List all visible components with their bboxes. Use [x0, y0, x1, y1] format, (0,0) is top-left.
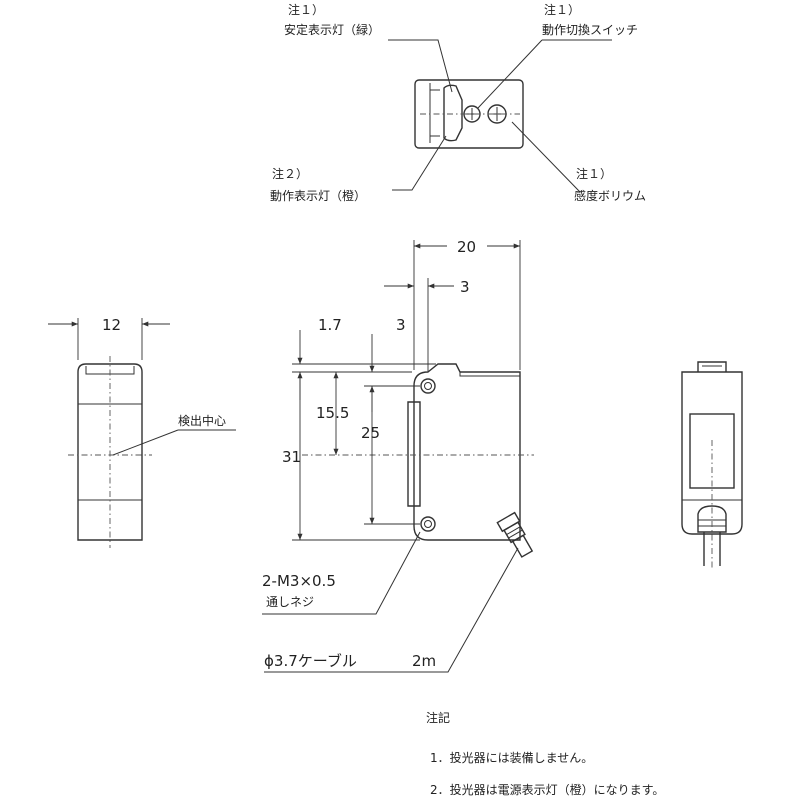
side-view-right [681, 361, 743, 570]
mount-hole-top-inner [424, 382, 432, 390]
cable-gland [496, 511, 534, 558]
side-right-window [689, 413, 735, 489]
dim-3-top-label: 3 [460, 278, 470, 296]
note-stability-led-ref: 注１） [288, 2, 324, 17]
front-body [413, 363, 521, 541]
mount-hole-top [420, 378, 436, 394]
leader-stability-led [388, 39, 453, 93]
leader-operation-led [392, 135, 447, 191]
top-view-hood [429, 83, 440, 143]
leader-screw [262, 531, 421, 615]
note-sensitivity-label: 感度ボリウム [574, 188, 646, 203]
front-top-step [459, 372, 520, 377]
note-1: 1．投光器には装備しません。 [430, 750, 593, 765]
dim-1-7-label: 1.7 [318, 316, 342, 334]
dim-20-ext [413, 240, 521, 370]
dim-25-label: 25 [361, 424, 380, 442]
note-mode-switch-label: 動作切換スイッチ [542, 23, 638, 37]
leader-detection-center [112, 429, 236, 456]
mount-hole-bottom [420, 516, 436, 532]
note-operation-led-label: 動作表示灯（橙） [270, 188, 366, 203]
note-stability-led-label: 安定表示灯（緑） [284, 22, 380, 37]
dim-12-label: 12 [102, 316, 121, 334]
leader-sensitivity [511, 121, 581, 193]
side-view-left: 12 検出中心 [48, 316, 236, 548]
leader-cable [264, 547, 519, 673]
front-view: 20 3 1.7 3 15.5 25 31 2-M3×0.5 通しネジ ϕ3.7 [262, 238, 534, 673]
leader-mode-switch [477, 39, 612, 109]
note-mode-switch-ref: 注１） [544, 2, 580, 17]
dim-3-mid-label: 3 [396, 316, 406, 334]
side-right-tab [697, 361, 727, 372]
notes-block: 注記 1．投光器には装備しません。 2．投光器は電源表示灯（橙）になります。 [426, 710, 664, 797]
screw-note: 通しネジ [266, 595, 314, 609]
side-left-body [77, 363, 143, 541]
dim-15-5-label: 15.5 [316, 404, 349, 422]
notes-heading: 注記 [426, 710, 450, 725]
stability-led-window [443, 84, 463, 142]
dim-bottom-ext-h [292, 523, 420, 541]
dim-31-label: 31 [282, 448, 301, 466]
cable-length: 2m [412, 652, 436, 670]
mount-hole-bottom-inner [424, 520, 432, 528]
screw-spec: 2-M3×0.5 [262, 572, 336, 590]
side-right-body [681, 371, 743, 535]
note-2: 2．投光器は電源表示灯（橙）になります。 [430, 782, 664, 797]
note-operation-led-ref: 注２） [272, 166, 308, 181]
cable-spec: ϕ3.7ケーブル [264, 652, 357, 670]
label-detection-center: 検出中心 [178, 413, 226, 428]
front-lens-strip [407, 401, 421, 507]
note-sensitivity-ref: 注１） [576, 166, 612, 181]
top-view: 注１） 安定表示灯（緑） 注１） 動作切換スイッチ 注２） 動作表示灯（橙） 注… [270, 2, 646, 203]
top-view-body [414, 79, 524, 149]
dim-20-label: 20 [457, 238, 476, 256]
